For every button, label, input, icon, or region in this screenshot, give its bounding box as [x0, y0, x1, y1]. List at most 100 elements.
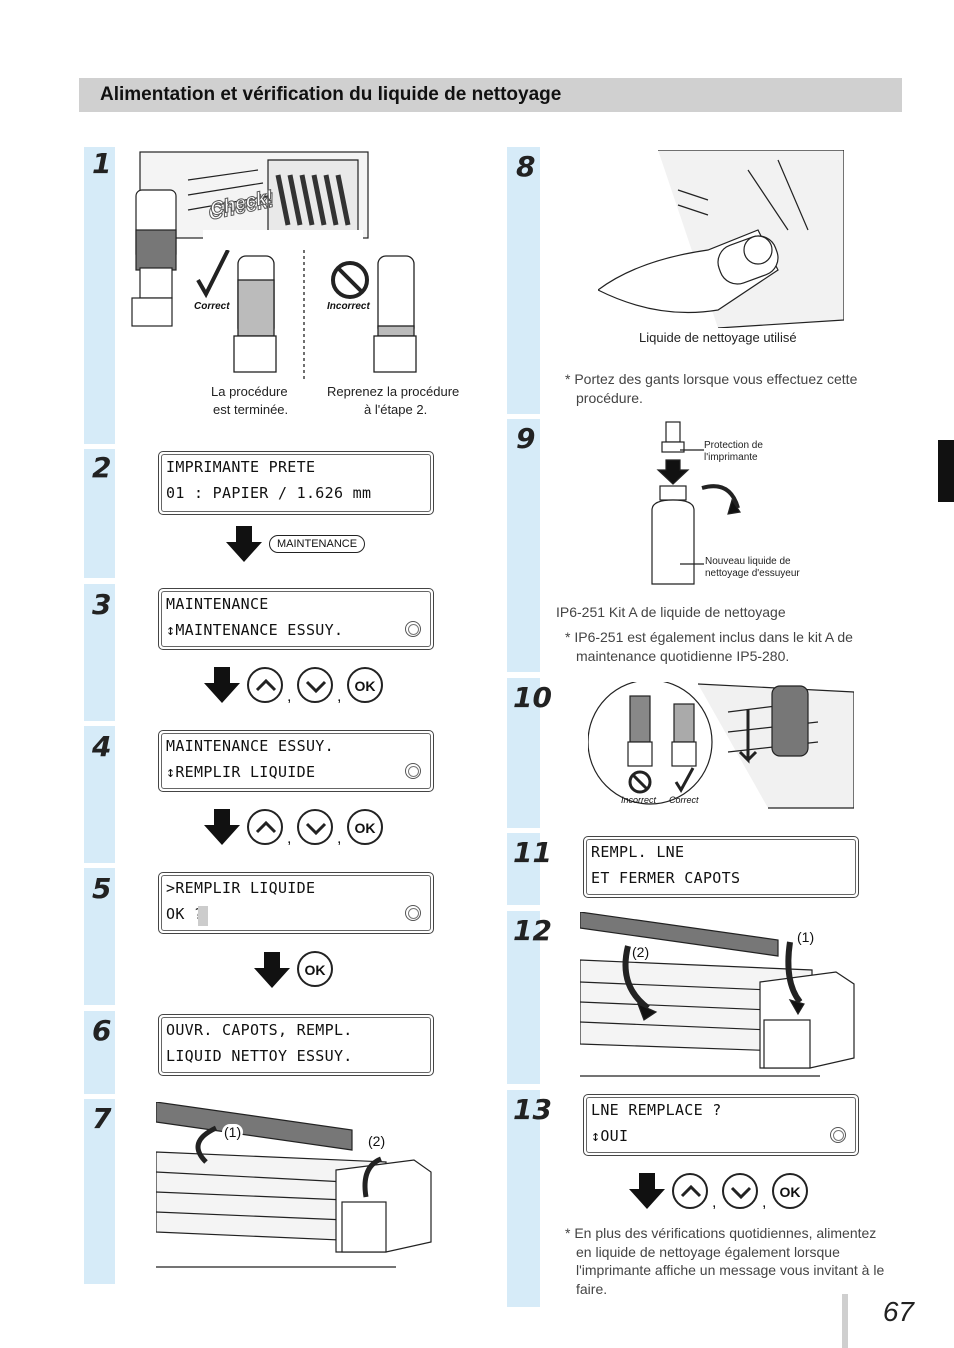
step12-label-1: (1)	[797, 929, 814, 945]
ok-label: OK	[349, 820, 381, 836]
step-number-11: 11	[513, 836, 552, 869]
step10-illustration	[588, 682, 854, 812]
lcd-line-1: MAINTENANCE ESSUY.	[166, 737, 334, 755]
ok-key-button[interactable]: OK	[772, 1173, 808, 1209]
step1-ok-line2: est terminée.	[213, 402, 288, 417]
step-number-7: 7	[92, 1102, 111, 1135]
step8-caption: Liquide de nettoyage utilisé	[639, 330, 797, 345]
step-number-6: 6	[92, 1014, 111, 1047]
chevron-down-icon	[305, 821, 327, 837]
step-number-13: 13	[513, 1093, 552, 1126]
down-arrow-icon	[204, 667, 240, 703]
step-number-2: 2	[92, 451, 111, 484]
down-arrow-icon	[204, 809, 240, 845]
step10-correct-label: Correct	[669, 795, 699, 805]
chapter-tab-marker	[938, 440, 954, 502]
step8-note: * Portez des gants lorsque vous effectue…	[565, 370, 887, 407]
lcd-line-2: ET FERMER CAPOTS	[591, 869, 740, 887]
ok-label: OK	[349, 678, 381, 694]
step12-label-2: (2)	[630, 944, 651, 960]
correct-check-icon	[198, 250, 228, 294]
dial-knob-icon	[830, 1127, 846, 1143]
step-bar-8	[507, 147, 540, 414]
lcd-line-1: >REMPLIR LIQUIDE	[166, 879, 315, 897]
protection-label: Protection de l'imprimante	[704, 440, 794, 464]
step-number-3: 3	[92, 588, 111, 621]
up-key-button[interactable]	[247, 809, 283, 845]
ok-label: OK	[774, 1184, 806, 1200]
step1-ok-line1: La procédure	[211, 384, 288, 399]
lcd-line-2: LIQUID NETTOY ESSUY.	[166, 1047, 353, 1065]
section-title-bar: Alimentation et vérification du liquide …	[79, 78, 902, 112]
step13-note: * En plus des vérifications quotidiennes…	[565, 1224, 887, 1298]
separator-comma: ,	[337, 830, 341, 848]
lcd-display-step6: OUVR. CAPOTS, REMPL. LIQUID NETTOY ESSUY…	[158, 1014, 434, 1076]
down-key-button[interactable]	[297, 809, 333, 845]
chevron-up-icon	[255, 819, 277, 835]
step10-incorrect-label: Incorrect	[621, 795, 656, 805]
dial-knob-icon	[405, 621, 421, 637]
new-liquid-label: Nouveau liquide de nettoyage d'essuyeur	[705, 556, 815, 580]
incorrect-label: Incorrect	[327, 301, 370, 312]
step-number-9: 9	[516, 422, 535, 455]
lcd-display-step4: MAINTENANCE ESSUY. ↕REMPLIR LIQUIDE	[158, 730, 434, 792]
cursor-highlight	[198, 906, 208, 926]
step9-kit-name: IP6-251 Kit A de liquide de nettoyage	[556, 603, 786, 622]
separator-comma: ,	[762, 1194, 766, 1212]
ok-key-button[interactable]: OK	[297, 951, 333, 987]
down-key-button[interactable]	[722, 1173, 758, 1209]
down-key-button[interactable]	[297, 667, 333, 703]
step-bar-1	[84, 147, 115, 444]
step9-note: * IP6-251 est également inclus dans le k…	[565, 628, 887, 665]
dial-knob-icon	[405, 763, 421, 779]
up-key-button[interactable]	[247, 667, 283, 703]
chevron-down-icon	[305, 679, 327, 695]
step-bar-9	[507, 419, 540, 672]
separator-comma: ,	[287, 688, 291, 706]
lcd-line-2: ↕OUI	[591, 1127, 628, 1145]
page-number-rule	[842, 1294, 848, 1348]
step-number-10: 10	[513, 681, 552, 714]
step-number-8: 8	[516, 150, 535, 183]
separator-comma: ,	[712, 1194, 716, 1212]
correct-label: Correct	[194, 301, 230, 312]
step-number-4: 4	[92, 730, 111, 763]
lcd-display-step11: REMPL. LNE ET FERMER CAPOTS	[583, 836, 859, 898]
step7-label-2: (2)	[368, 1133, 385, 1149]
lcd-line-1: OUVR. CAPOTS, REMPL.	[166, 1021, 353, 1039]
step1-ng-line1: Reprenez la procédure	[327, 384, 459, 399]
step1-bottles-illustration	[192, 250, 432, 380]
down-arrow-icon	[226, 526, 262, 562]
chevron-down-icon	[730, 1185, 752, 1201]
up-key-button[interactable]	[672, 1173, 708, 1209]
lcd-display-step3: MAINTENANCE ↕MAINTENANCE ESSUY.	[158, 588, 434, 650]
lcd-line-2: ↕MAINTENANCE ESSUY.	[166, 621, 343, 639]
lcd-line-1: IMPRIMANTE PRETE	[166, 458, 315, 476]
down-arrow-icon	[629, 1173, 665, 1209]
step7-label-1: (1)	[222, 1124, 243, 1140]
down-arrow-icon	[254, 952, 290, 988]
step1-ng-line2: à l'étape 2.	[364, 402, 427, 417]
lcd-line-1: LNE REMPLACE ?	[591, 1101, 722, 1119]
chevron-up-icon	[255, 677, 277, 693]
step-number-5: 5	[92, 872, 111, 905]
separator-comma: ,	[337, 688, 341, 706]
lcd-line-2: 01 : PAPIER / 1.626 mm	[166, 484, 371, 502]
maintenance-key-button[interactable]: MAINTENANCE	[269, 535, 365, 553]
ok-label: OK	[299, 962, 331, 978]
ok-key-button[interactable]: OK	[347, 667, 383, 703]
step-number-1: 1	[92, 147, 111, 180]
separator-comma: ,	[287, 830, 291, 848]
step8-liquid-illustration	[598, 150, 844, 328]
step12-printer-illustration	[580, 912, 856, 1078]
lcd-line-2: ↕REMPLIR LIQUIDE	[166, 763, 315, 781]
ok-key-button[interactable]: OK	[347, 809, 383, 845]
lcd-line-1: MAINTENANCE	[166, 595, 269, 613]
page-number: 67	[883, 1296, 914, 1328]
section-title: Alimentation et vérification du liquide …	[100, 84, 561, 106]
step-number-12: 12	[513, 914, 552, 947]
step7-printer-illustration	[156, 1102, 436, 1268]
dial-knob-icon	[405, 905, 421, 921]
lcd-display-step13: LNE REMPLACE ? ↕OUI	[583, 1094, 859, 1156]
chevron-up-icon	[680, 1183, 702, 1199]
